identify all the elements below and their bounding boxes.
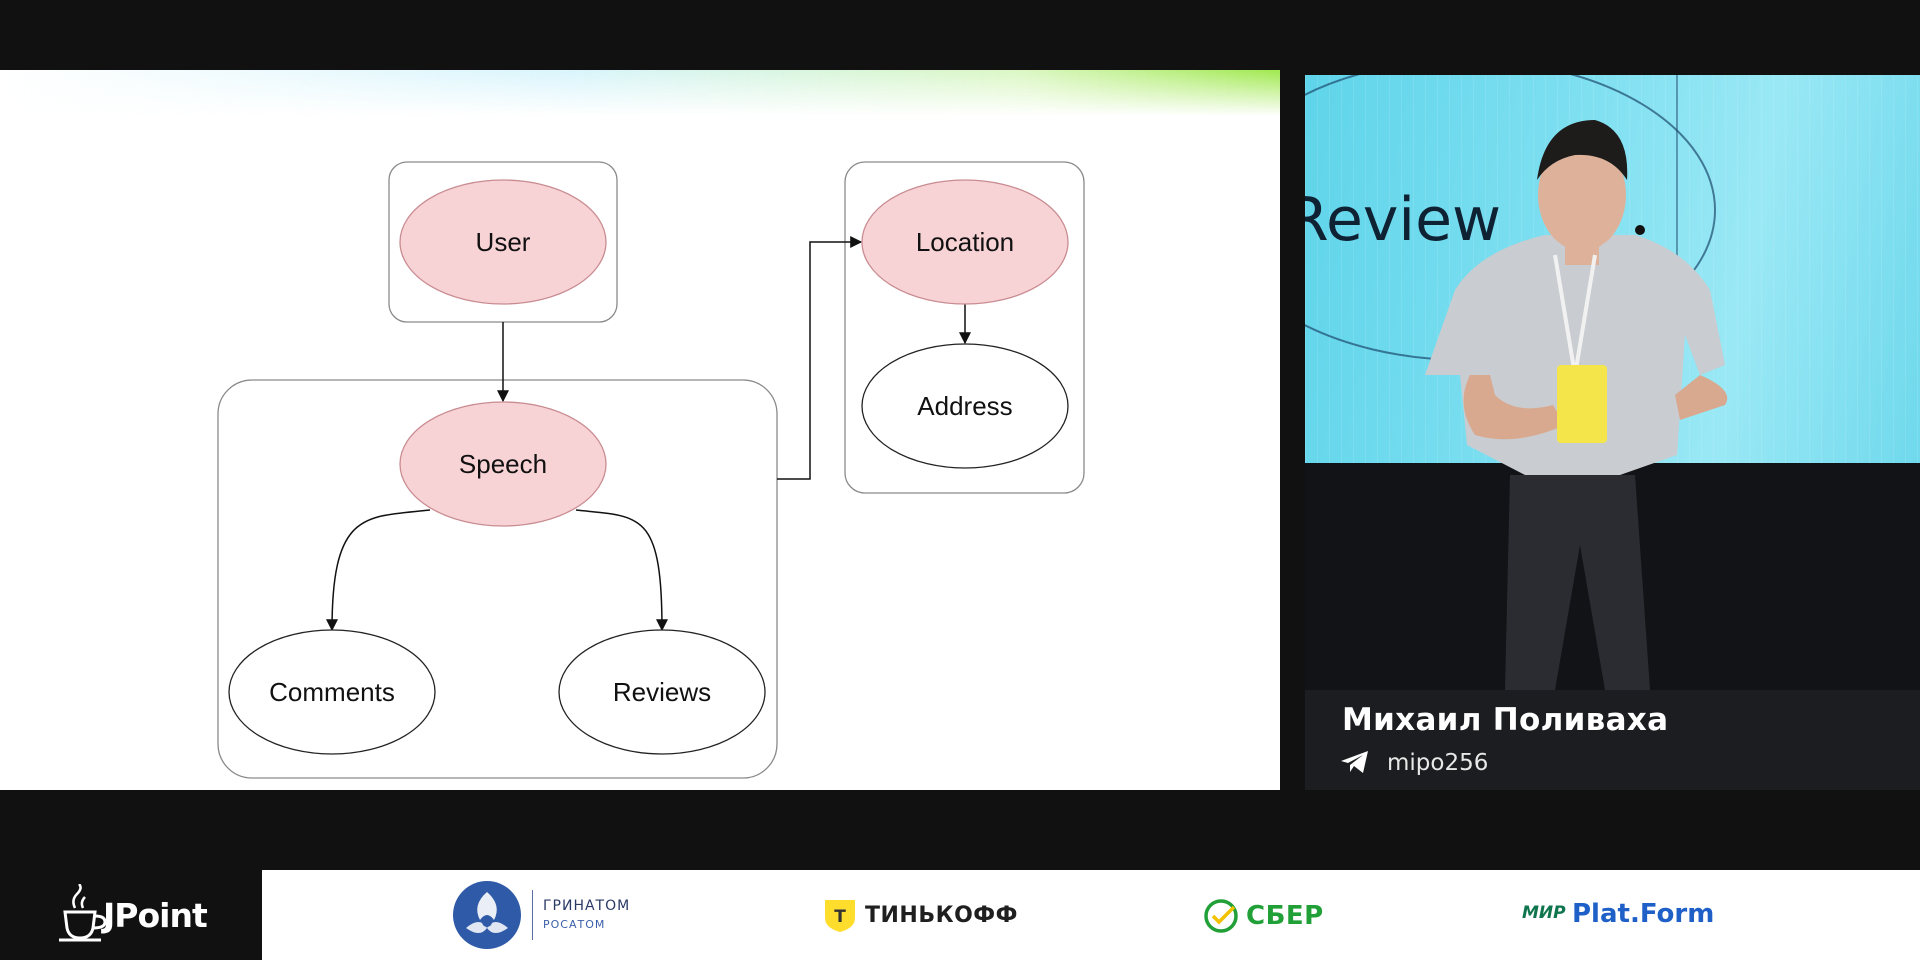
sponsor-tinkoff-name: ТИНЬКОФФ [865,903,1018,928]
node-location-label: Location [916,227,1014,257]
stage-screen-text: Review [1305,185,1501,255]
sponsor-grinatom-divider [532,890,533,940]
sponsor-platform-mir: МИР [1522,903,1566,923]
edge-speech-location [777,236,863,480]
node-address [861,343,1069,469]
node-comments-label: Comments [269,677,395,707]
node-reviews-label: Reviews [613,677,711,707]
sponsor-platform: МИР Plat.Form [1522,870,1762,960]
sponsor-grinatom: ГРИНАТОМ РОСАТОМ [452,870,652,960]
node-user-label: User [476,227,531,257]
sponsor-grinatom-subtitle: РОСАТОМ [543,918,606,931]
telegram-icon [1341,751,1368,773]
sponsors-bar: ГРИНАТОМ РОСАТОМ Т ТИНЬКОФФ СБЕР МИР Pla… [262,870,1920,960]
node-address-label: Address [917,391,1012,421]
sponsor-sber-name: СБЕР [1246,901,1324,931]
sponsor-platform-name: Plat.Form [1572,899,1715,929]
tinkoff-shield-icon: Т [825,900,855,932]
slide-top-gradient [0,70,1280,116]
sponsor-grinatom-title: ГРИНАТОМ [543,898,631,914]
rosatom-logo-icon [453,881,521,949]
jpoint-logo-text: JPoint [103,896,208,935]
node-speech-label: Speech [459,449,547,479]
speaker-nameplate: Михаил Поливаха mipo256 [1305,690,1920,790]
speaker-name: Михаил Поливаха [1342,702,1669,738]
entity-diagram: User Speech Comments Reviews Location Ad… [217,161,1085,779]
sponsor-sber: СБЕР [1204,870,1364,960]
speaker-video: Review [1305,75,1920,690]
jpoint-cup-icon [59,884,107,942]
slide: User Speech Comments Reviews Location Ad… [0,70,1280,790]
tinkoff-shield-letter: Т [834,907,846,927]
sber-check-icon [1204,899,1238,933]
node-user [399,179,607,305]
location-container [844,161,1085,494]
edge-speech-reviews [575,509,668,632]
node-speech [399,401,607,527]
node-location [861,179,1069,305]
edge-speech-comments [326,509,431,632]
speaker-handle: mipo256 [1387,750,1489,776]
node-comments [228,629,436,755]
stage-scene: Review [1305,75,1920,690]
event-logo-area: JPoint [0,870,262,960]
node-reviews [558,629,766,755]
sponsor-tinkoff: Т ТИНЬКОФФ [825,870,1025,960]
speech-container [217,379,778,779]
